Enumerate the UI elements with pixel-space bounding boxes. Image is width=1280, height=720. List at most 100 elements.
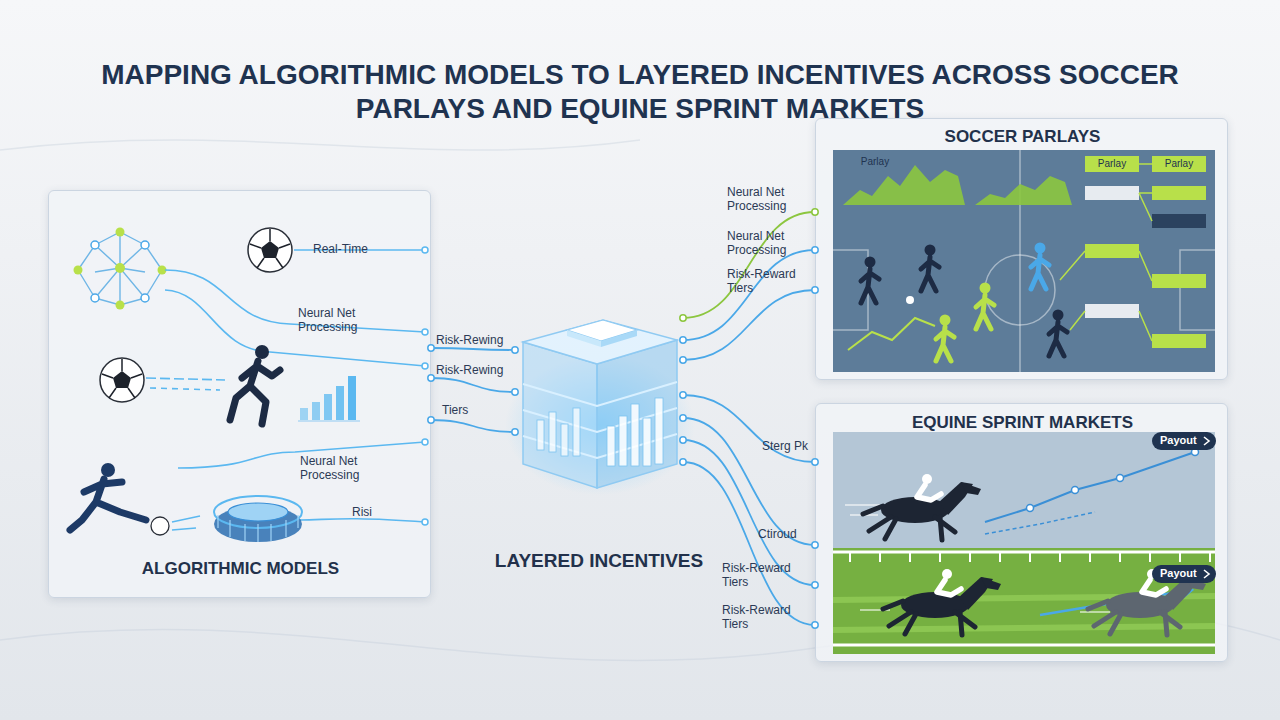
data-wire	[165, 270, 425, 332]
kicked-ball	[151, 517, 169, 535]
connector-dot	[428, 375, 434, 381]
player-figure	[976, 283, 994, 330]
network-node	[91, 294, 99, 302]
data-wire	[300, 519, 425, 522]
network-node	[115, 263, 125, 273]
network-node	[141, 241, 149, 249]
network-node	[141, 294, 149, 302]
ball-shell	[248, 228, 292, 272]
stadium-ribs	[218, 515, 298, 542]
cube-layer	[523, 382, 677, 406]
connector-group	[680, 459, 818, 628]
parlay-label: Parlay	[848, 156, 902, 168]
wire-label: Neural Net Processing	[298, 307, 380, 335]
center-circle	[985, 255, 1055, 325]
connector-group	[428, 375, 518, 395]
kicker-body	[70, 479, 146, 530]
incentive-cube: LAYERED INCENTIVES	[515, 300, 683, 490]
race-scene	[833, 432, 1216, 654]
trend-line	[848, 318, 935, 350]
speed-streak	[172, 516, 200, 530]
player-figure	[936, 315, 954, 362]
connector-dot	[812, 247, 818, 253]
payout-label: Payout	[1160, 434, 1204, 447]
cube-cap	[567, 330, 601, 347]
cube-cap	[601, 330, 637, 347]
data-wires	[146, 250, 425, 522]
connector-label: Neural Net Processing	[727, 186, 807, 214]
wire-label: Real-Time	[313, 243, 385, 257]
connector-dot	[812, 622, 818, 628]
connector-dot	[812, 209, 818, 215]
parlay-box	[1085, 186, 1139, 200]
player-figure	[861, 257, 879, 304]
ball-seams	[250, 229, 290, 268]
cube-bar	[607, 426, 615, 466]
network-icon	[74, 228, 167, 310]
wire-dot	[422, 363, 428, 369]
panel-title: SOCCER PARLAYS	[816, 127, 1229, 147]
network-node	[91, 241, 99, 249]
stadium-icon	[214, 496, 302, 542]
connector-group	[680, 287, 818, 363]
connector-line	[683, 212, 815, 318]
wire-dot	[422, 519, 428, 525]
connector-label: Risk-Reward Tiers	[727, 268, 807, 296]
connector-group	[680, 392, 818, 465]
cube-bar	[643, 418, 651, 466]
cube-bar	[619, 416, 627, 466]
parlay-box	[1152, 156, 1206, 172]
chart-bar	[324, 394, 332, 420]
connector-label: Neural Net Processing	[727, 230, 807, 258]
panel-title: EQUINE SPRINT MARKETS	[816, 413, 1229, 433]
connector-dot	[680, 392, 686, 398]
connector-dot	[812, 582, 818, 588]
wire-dot	[422, 329, 428, 335]
stadium-ring	[214, 496, 302, 528]
wire-label: Neural Net Processing	[300, 455, 382, 483]
connector-line	[683, 290, 815, 360]
market-panel: SOCCER PARLAYS	[815, 118, 1228, 380]
parlay-box	[1085, 156, 1139, 172]
data-wire	[294, 249, 425, 251]
connector-dot	[812, 542, 818, 548]
connector-dot	[680, 337, 686, 343]
parlay-box	[1152, 274, 1206, 288]
cube-bar	[631, 404, 639, 466]
connector-line	[683, 462, 815, 625]
soccer-ball	[100, 358, 144, 402]
speed-streak	[150, 388, 220, 390]
connector-label: Sterg Pk	[762, 440, 812, 454]
cube-bar	[655, 398, 663, 464]
connector-label: Risk-Rewing	[436, 334, 516, 348]
connector-group	[428, 417, 518, 435]
stadium-pitch	[228, 503, 288, 521]
player-figure	[1031, 243, 1049, 290]
race-track	[833, 548, 1215, 654]
connector-label: Tiers	[442, 404, 492, 418]
connector-dot	[812, 287, 818, 293]
cube-bar	[561, 424, 568, 456]
cube-layer	[523, 434, 677, 458]
connector-dot	[680, 437, 686, 443]
wire-dot	[422, 247, 428, 253]
connector-label: Risk-Reward Tiers	[722, 562, 804, 590]
cube-outline	[515, 300, 683, 490]
cube-bar	[549, 412, 556, 452]
data-wire	[178, 442, 425, 468]
wire-dots	[422, 247, 428, 525]
cube-face	[597, 340, 677, 488]
field-ball	[906, 296, 914, 304]
payout-curve	[985, 512, 1095, 534]
horse-figure	[863, 474, 981, 540]
payout-pill	[1152, 432, 1216, 450]
background-wave	[0, 140, 640, 150]
connector-group	[680, 209, 818, 321]
parlay-box	[1152, 334, 1206, 348]
curve-point	[1117, 475, 1124, 482]
